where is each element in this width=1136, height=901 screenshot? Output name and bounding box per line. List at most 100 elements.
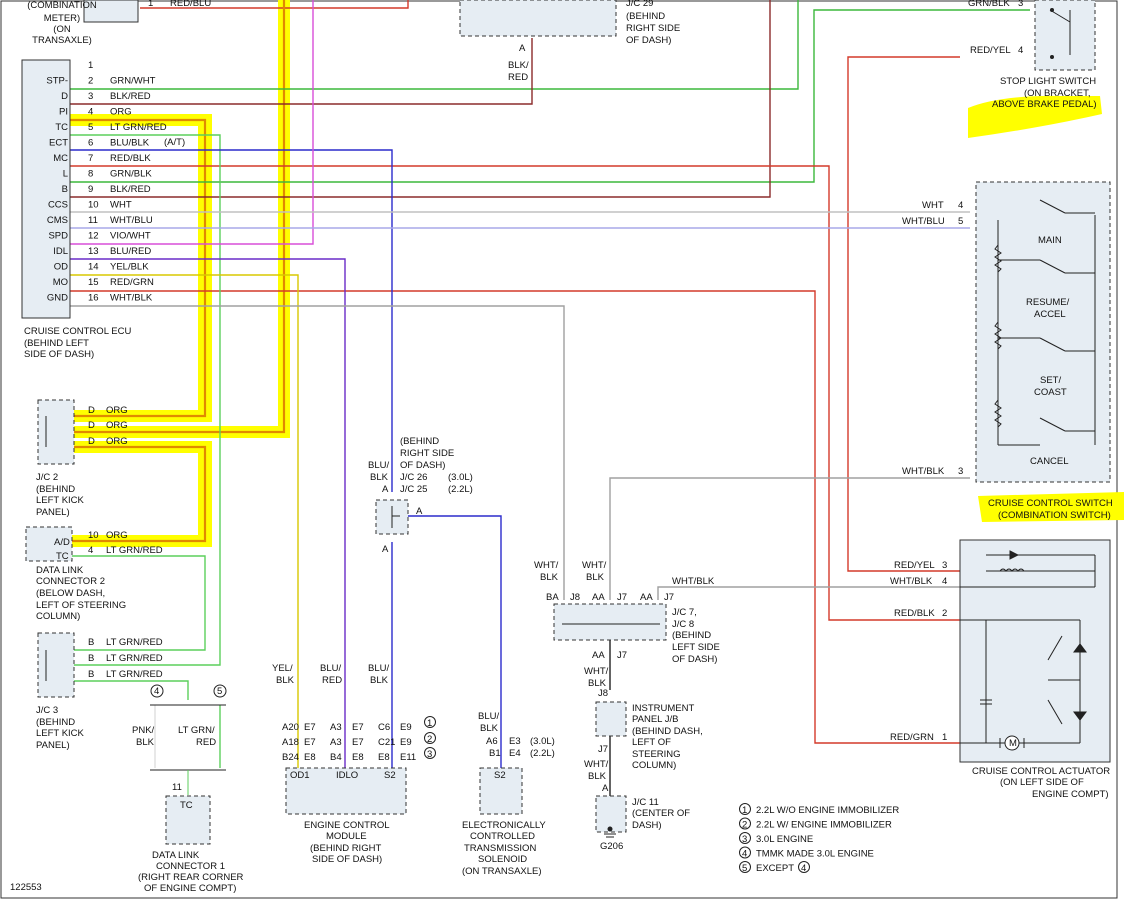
svg-text:WHT/BLK: WHT/BLK xyxy=(902,466,945,477)
svg-text:B1: B1 xyxy=(489,748,501,759)
ecu-pin-number: 1 xyxy=(88,60,93,71)
wire-blk-red-jc29 xyxy=(70,38,533,105)
ecu-pin-wire: BLK/RED xyxy=(110,184,151,195)
ecu-pin-name: CCS xyxy=(48,200,68,211)
svg-text:4: 4 xyxy=(88,545,93,556)
svg-text:SOLENOID: SOLENOID xyxy=(478,854,527,865)
svg-text:(2.2L): (2.2L) xyxy=(448,484,473,495)
svg-text:RED: RED xyxy=(196,737,216,748)
wire-org-dlc xyxy=(72,445,207,543)
ecm-pin: A18 xyxy=(282,737,299,748)
svg-text:D: D xyxy=(88,405,95,416)
svg-text:MODULE: MODULE xyxy=(326,831,367,842)
svg-text:RED/GRN: RED/GRN xyxy=(890,732,934,743)
svg-text:STOP LIGHT SWITCH: STOP LIGHT SWITCH xyxy=(1000,76,1096,87)
cruise-control-switch: WHT 4 WHT/BLU 5 WHT/BLK 3 MAIN RESUME/ A… xyxy=(902,181,1113,521)
svg-text:A: A xyxy=(382,544,389,555)
ecm-pin: E7 xyxy=(352,722,364,733)
svg-text:B: B xyxy=(88,669,94,680)
wire-red-blu xyxy=(140,0,409,9)
svg-text:CRUISE CONTROL SWITCH: CRUISE CONTROL SWITCH xyxy=(988,498,1113,509)
ecm-pin: E8 xyxy=(352,752,364,763)
svg-text:J/C 2: J/C 2 xyxy=(36,472,58,483)
svg-text:BLK: BLK xyxy=(540,572,559,583)
svg-text:4: 4 xyxy=(942,576,947,587)
svg-text:COAST: COAST xyxy=(1034,387,1067,398)
svg-text:J/C 29: J/C 29 xyxy=(626,0,653,9)
svg-text:WHT/: WHT/ xyxy=(584,759,609,770)
svg-text:RED/BLU: RED/BLU xyxy=(170,0,211,9)
svg-text:RED: RED xyxy=(322,675,342,686)
ecu-pin-wire: ORG xyxy=(110,107,132,118)
ecu-pin-name: B xyxy=(62,184,68,195)
svg-text:B: B xyxy=(88,653,94,664)
svg-text:(BEHIND: (BEHIND xyxy=(626,11,665,22)
wire-blu-red xyxy=(70,258,346,768)
ecu-pin-number: 13 xyxy=(88,246,99,257)
svg-text:SET/: SET/ xyxy=(1040,375,1061,386)
svg-text:TC: TC xyxy=(56,551,69,562)
svg-text:3: 3 xyxy=(427,749,432,760)
svg-text:5: 5 xyxy=(958,216,963,227)
svg-text:WHT: WHT xyxy=(922,200,944,211)
svg-text:RED/BLK: RED/BLK xyxy=(894,608,935,619)
svg-text:(ON: (ON xyxy=(53,24,71,35)
svg-text:CRUISE CONTROL ACTUATOR: CRUISE CONTROL ACTUATOR xyxy=(972,766,1110,777)
ecu-pin-name: SPD xyxy=(48,231,68,242)
svg-text:TRANSMISSION: TRANSMISSION xyxy=(464,843,536,854)
svg-text:3: 3 xyxy=(942,560,947,571)
svg-text:J/C 8: J/C 8 xyxy=(672,619,694,630)
svg-text:4: 4 xyxy=(154,686,159,697)
svg-text:WHT/: WHT/ xyxy=(534,560,559,571)
ecm-pin: E7 xyxy=(352,737,364,748)
svg-text:RED/YEL: RED/YEL xyxy=(970,45,1011,56)
svg-text:M: M xyxy=(1009,738,1017,749)
svg-text:TRANSAXLE): TRANSAXLE) xyxy=(32,35,92,46)
ecu-pin-name: MO xyxy=(53,277,68,288)
note-text: TMMK MADE 3.0L ENGINE xyxy=(756,849,874,860)
svg-text:(BEHIND: (BEHIND xyxy=(400,436,439,447)
svg-text:(BEHIND: (BEHIND xyxy=(672,630,711,641)
note-number: 5 xyxy=(742,863,747,874)
ecu-pin-wire: WHT/BLK xyxy=(110,293,153,304)
svg-text:ORG: ORG xyxy=(106,420,128,431)
svg-text:CONNECTOR 2: CONNECTOR 2 xyxy=(36,576,105,587)
svg-text:J/C 25: J/C 25 xyxy=(400,484,427,495)
svg-text:J/C 11: J/C 11 xyxy=(632,797,659,808)
ecu-pin-number: 10 xyxy=(88,200,99,211)
svg-text:COLUMN): COLUMN) xyxy=(632,760,676,771)
ecm-pin: C6 xyxy=(378,722,390,733)
ecm-pin: E9 xyxy=(400,722,412,733)
svg-text:11: 11 xyxy=(172,782,182,793)
svg-text:METER): METER) xyxy=(44,13,80,24)
svg-text:J/C 3: J/C 3 xyxy=(36,705,58,716)
svg-text:SIDE OF DASH): SIDE OF DASH) xyxy=(312,854,382,865)
svg-text:LT GRN/RED: LT GRN/RED xyxy=(106,545,163,556)
combination-meter: 1 RED/BLU (COMBINATION METER) (ON TRANSA… xyxy=(27,0,211,46)
jc11-connector: A J/C 11 (CENTER OF DASH) G206 xyxy=(595,783,690,852)
ecu-pin-number: 15 xyxy=(88,277,99,288)
ecu-pin-name: CMS xyxy=(47,215,68,226)
svg-text:BLK: BLK xyxy=(370,675,389,686)
wire-org-main xyxy=(72,0,286,434)
note-text: 2.2L W/ ENGINE IMMOBILIZER xyxy=(756,820,892,831)
wire-layer xyxy=(70,0,1030,798)
ecu-pin-wire: GRN/BLK xyxy=(110,169,152,180)
svg-text:D: D xyxy=(88,420,95,431)
svg-text:LEFT KICK: LEFT KICK xyxy=(36,495,85,506)
ecu-pin-name: STP- xyxy=(46,76,68,87)
svg-text:CRUISE CONTROL ECU: CRUISE CONTROL ECU xyxy=(24,326,131,337)
ecu-pin-number: 4 xyxy=(88,107,93,118)
svg-text:(BELOW DASH,: (BELOW DASH, xyxy=(36,588,105,599)
svg-text:LEFT KICK: LEFT KICK xyxy=(36,728,85,739)
wire-wht-blk-sw xyxy=(609,477,970,600)
svg-text:BLK: BLK xyxy=(588,771,607,782)
svg-text:RIGHT SIDE: RIGHT SIDE xyxy=(626,23,680,34)
svg-text:(BEHIND LEFT: (BEHIND LEFT xyxy=(24,338,89,349)
ecu-pin-number: 12 xyxy=(88,231,99,242)
svg-text:DATA LINK: DATA LINK xyxy=(152,850,200,861)
